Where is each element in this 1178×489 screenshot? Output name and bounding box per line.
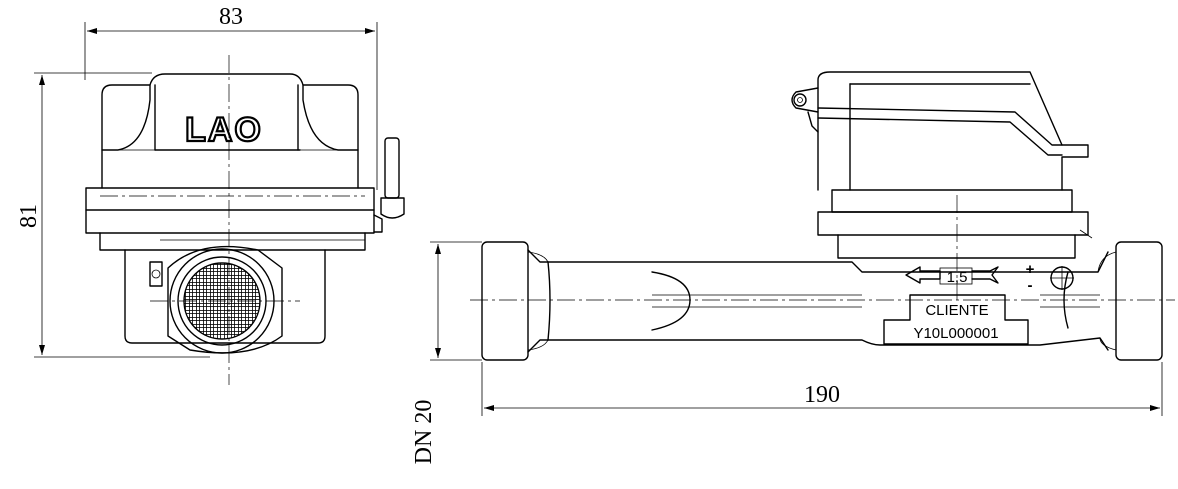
side-view: 1,5 + - CLIENTE Y10L000001 DN 20: [411, 71, 1175, 465]
height-dimension: 81: [16, 72, 210, 358]
plus-sign: +: [1026, 261, 1035, 278]
middle-plate: [85, 209, 375, 234]
meter-body: [124, 249, 326, 344]
length-dimension-label: 190: [804, 382, 840, 408]
nameplate: [883, 294, 1029, 345]
length-dimension: 190: [481, 362, 1163, 416]
height-dimension-label: 81: [16, 204, 42, 228]
adjust-screw: [1050, 266, 1074, 290]
register-cover: [101, 73, 359, 189]
minus-sign: -: [1028, 277, 1033, 294]
right-flange: [1097, 241, 1163, 361]
serial-number: Y10L000001: [913, 325, 998, 342]
width-dimension: 83: [84, 4, 378, 190]
seal-handle: [373, 137, 405, 233]
hinge-clip: [791, 87, 819, 133]
pipe-body: [527, 249, 1109, 353]
dn-dimension-label: DN 20: [411, 400, 437, 465]
register-head: [817, 71, 1093, 259]
lao-logo: LAO: [185, 111, 263, 149]
inlet-strainer: [167, 245, 283, 354]
left-flange: [481, 241, 549, 361]
top-plate: [85, 187, 375, 211]
front-view: 83 81 LAO: [16, 4, 405, 385]
width-dimension-label: 83: [219, 4, 243, 30]
flow-direction-arrow: [905, 266, 999, 285]
body-screw: [149, 261, 163, 287]
client-label: CLIENTE: [925, 302, 988, 319]
dn-dimension: DN 20: [411, 241, 482, 465]
